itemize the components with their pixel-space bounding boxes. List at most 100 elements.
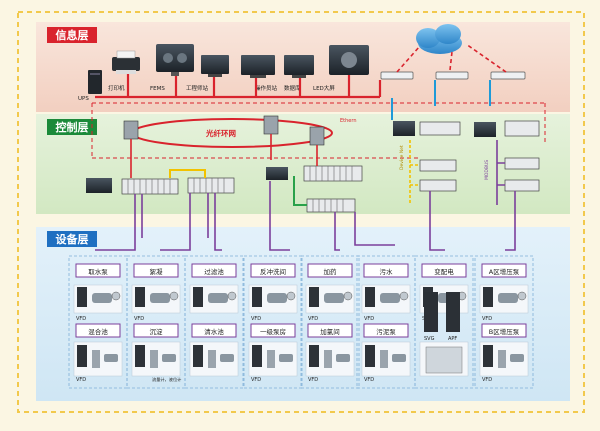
ups-icon: UPS <box>78 70 102 102</box>
info-switch-2 <box>435 71 469 80</box>
plc-rack-2 <box>187 177 235 194</box>
vfd-drive-icon <box>309 287 319 307</box>
cloud-dashed-links <box>396 43 507 73</box>
device-groups: 取水泵VFD混合池VFD絮凝VFD沉淀流量计，液位计过滤池清水池反冲洗间VFD一… <box>68 255 534 389</box>
device-group-header <box>481 263 527 278</box>
device-tag: VFD <box>308 316 318 322</box>
device-tag-2: VFD <box>251 377 261 383</box>
device-group-header <box>421 263 467 278</box>
vfd-drive-icon <box>309 345 319 367</box>
info-layer-label: 信息层 <box>47 27 97 43</box>
fems-label: FEMS <box>150 86 165 92</box>
device-group-top-label: 变配电 <box>434 267 454 276</box>
valve-icon <box>286 291 296 301</box>
device-group-subheader <box>307 323 353 338</box>
purple-field-bus <box>95 181 516 251</box>
vfd-drive-icon <box>483 345 493 367</box>
device-tag: VFD <box>251 316 261 322</box>
instrument-icon <box>380 350 388 368</box>
device-tag-2: VFD <box>76 377 86 383</box>
device-group-bottom-label: B区增压泵 <box>489 327 520 336</box>
instrument-icon <box>267 350 275 368</box>
instrument-icon <box>498 350 506 368</box>
vfd-drive-icon <box>365 287 375 307</box>
valve-icon <box>227 291 237 301</box>
operator-label: 操作员站 <box>255 84 278 92</box>
device-group-top-label: A区增压泵 <box>489 267 520 276</box>
device-group-bottom-label: 加氯间 <box>320 327 340 336</box>
plc-rack-1 <box>86 178 179 195</box>
motor-icon <box>104 354 118 362</box>
right-control-cluster <box>393 120 540 192</box>
fiber-ring-label: 光纤环网 <box>205 128 236 138</box>
ring-switch-3 <box>309 126 325 146</box>
device-tag-2: VFD <box>482 377 492 383</box>
device-group-subheader <box>363 323 409 338</box>
valve-icon <box>399 291 409 301</box>
svg-text:控制层: 控制层 <box>56 120 89 134</box>
ups-label: UPS <box>78 96 89 102</box>
led-screen-icon: LED大屏 <box>313 45 369 92</box>
pump-icon <box>92 293 112 303</box>
pump-icon <box>380 293 400 303</box>
device-tag-2: VFD <box>364 377 374 383</box>
instrument-icon <box>92 350 100 368</box>
plc-rack-3 <box>266 165 363 182</box>
device-group-header <box>191 263 237 278</box>
motor-icon <box>279 354 293 362</box>
vfd-drive-icon <box>135 345 145 367</box>
device-group-subheader <box>75 323 121 338</box>
engineer-label: 工程师站 <box>186 84 209 92</box>
vfd-drive-icon <box>77 287 87 307</box>
valve-icon <box>111 291 121 301</box>
control-layer-label: 控制层 <box>47 119 97 135</box>
ctrl-green-link <box>293 176 307 206</box>
vfd-drive-icon <box>77 345 87 367</box>
vfd-drive-icon <box>135 287 145 307</box>
instrument-icon <box>324 350 332 368</box>
apf-tag: APF <box>448 336 457 342</box>
device-group-bottom-label: 一级泵房 <box>260 327 286 336</box>
device-layer-label: 设备层 <box>47 231 97 247</box>
printer-label: 打印机 <box>108 84 125 92</box>
operator-station-icon: 操作员站 <box>241 55 278 92</box>
svg-tag: SVG <box>424 336 435 342</box>
outer-dashed-frame <box>17 11 585 413</box>
modbus-label: MODBUS <box>484 160 490 180</box>
vfd-drive-icon <box>193 287 203 307</box>
device-group-header <box>307 263 353 278</box>
info-switch-1 <box>380 71 414 80</box>
pump-icon <box>324 293 344 303</box>
device-note: 流量计，液位计 <box>152 376 181 383</box>
vfd-drive-icon <box>365 345 375 367</box>
modbus-link <box>496 140 505 205</box>
device-tag: VFD <box>482 316 492 322</box>
vfd-drive-icon <box>252 287 262 307</box>
device-tag: VFD <box>134 316 144 322</box>
device-group-7: 变配电SVGSVGAPF <box>414 255 474 389</box>
device-group-bottom-label: 污泥泵 <box>376 328 396 336</box>
blue-uplinks <box>391 80 491 120</box>
pump-icon <box>208 293 228 303</box>
device-group-bottom-label: 清水池 <box>204 327 224 336</box>
device-tag-2: VFD <box>308 377 318 383</box>
ring-switch-1 <box>123 120 139 140</box>
device-group-subheader <box>481 323 527 338</box>
database-label: 数据库 <box>284 84 301 92</box>
device-group-top-label: 絮凝 <box>150 267 164 276</box>
led-label: LED大屏 <box>313 84 335 92</box>
device-group-top-label: 污水 <box>380 267 394 276</box>
switchgear-icon <box>425 346 463 374</box>
fems-monitor-icon: FEMS <box>150 44 194 92</box>
valve-icon <box>517 291 527 301</box>
valve-icon <box>343 291 353 301</box>
device-tag: VFD <box>364 316 374 322</box>
ring-switch-2 <box>263 115 279 135</box>
devicenet-label: Device Net <box>399 145 405 170</box>
